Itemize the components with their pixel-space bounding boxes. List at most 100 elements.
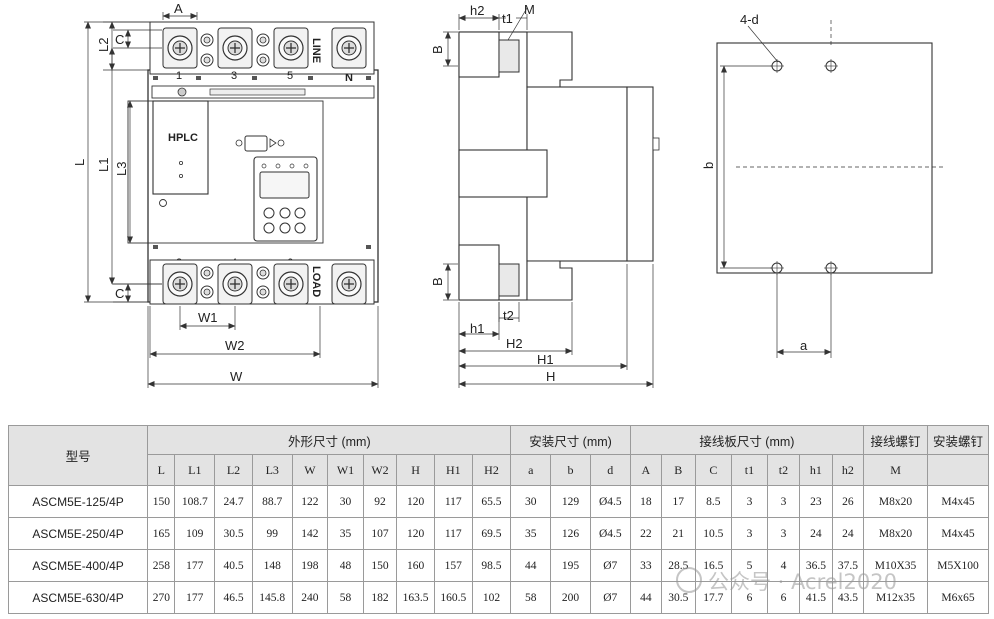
dim-L2-label: L2 — [96, 38, 111, 52]
dim-L-label: L — [72, 159, 87, 166]
table-cell: 177 — [174, 549, 216, 582]
table-cell: 120 — [396, 517, 435, 550]
side-view: h2 t1 M B B h1 t2 H2 H1 H — [430, 2, 660, 388]
screw-icon — [200, 266, 214, 280]
dim-b-label: b — [701, 162, 716, 169]
table-cell: 102 — [471, 581, 512, 614]
table-cell: 150 — [147, 485, 176, 518]
terminal-icon — [331, 263, 367, 305]
table-cell: 129 — [550, 485, 591, 518]
dim-L1-label: L1 — [96, 158, 111, 172]
group-header-mounting: 安装尺寸 (mm) — [510, 425, 631, 455]
table-cell: 120 — [396, 485, 435, 518]
phase-1-label: 1 — [176, 70, 182, 82]
dim-t1-label: t1 — [502, 11, 513, 26]
front-dimensions — [84, 12, 379, 388]
mount-dimensions — [720, 25, 832, 358]
table-cell: 43.5 — [831, 581, 865, 614]
table-cell: 23 — [799, 485, 833, 518]
table-cell: 117 — [433, 517, 473, 550]
column-header — [926, 454, 990, 486]
group-header-wiring-screw: 接线螺钉 — [863, 425, 928, 455]
table-cell: Ø7 — [589, 549, 631, 582]
column-header: a — [510, 454, 552, 486]
dim-A-label: A — [174, 1, 183, 16]
table-cell: M4x45 — [926, 517, 990, 550]
table-cell: 3 — [731, 517, 768, 550]
table-cell: 198 — [291, 549, 329, 582]
pin-row-top — [153, 76, 371, 80]
table-cell: 107 — [362, 517, 398, 550]
dim-t2-label: t2 — [503, 308, 514, 323]
hplc-label: HPLC — [168, 132, 198, 144]
dim-4d-label: 4-d — [740, 12, 759, 27]
table-cell: M4x45 — [926, 485, 990, 518]
table-cell: 92 — [362, 485, 398, 518]
dim-h1-label: h1 — [470, 321, 484, 336]
technical-drawing: 1 3 5 N LINE HPLC 2 4 — [72, 1, 945, 388]
column-header: H2 — [471, 454, 512, 486]
phase-3-label: 3 — [231, 70, 237, 82]
table-cell: 160.5 — [433, 581, 473, 614]
screw-icon — [200, 33, 214, 47]
table-cell: 58 — [327, 581, 364, 614]
table-cell: 3 — [731, 485, 768, 518]
model-header: 型号 — [7, 425, 149, 486]
top-terminal-row — [149, 21, 375, 75]
table-cell: 270 — [147, 581, 176, 614]
watermark-text: 公众号 · Acrel2020 — [708, 570, 897, 594]
column-header: L — [147, 454, 176, 486]
dim-C-bottom-label: C — [115, 286, 124, 301]
table-cell: 157 — [433, 549, 473, 582]
table-cell: 117 — [433, 485, 473, 518]
table-cell: 160 — [396, 549, 435, 582]
table-cell: 17 — [661, 485, 696, 518]
table-cell: Ø4.5 — [589, 517, 631, 550]
terminal-icon — [331, 27, 367, 69]
table-cell: Ø4.5 — [589, 485, 631, 518]
table-cell: 98.5 — [471, 549, 512, 582]
dim-W-label: W — [230, 369, 243, 384]
table-cell: 30.5 — [214, 517, 253, 550]
mounting-view: 4-d b a — [701, 12, 945, 358]
table-cell: 44 — [629, 581, 663, 614]
group-header-mounting-screw: 安装螺钉 — [926, 425, 990, 455]
dim-a-label: a — [800, 338, 808, 353]
table-cell: 21 — [661, 517, 696, 550]
neutral-label: N — [345, 72, 353, 84]
table-cell: 3 — [766, 517, 801, 550]
table-cell: 4 — [766, 549, 801, 582]
dim-H1-label: H1 — [537, 352, 554, 367]
table-cell: 58 — [510, 581, 552, 614]
table-cell: M8x20 — [863, 517, 928, 550]
dim-H2-label: H2 — [506, 336, 523, 351]
table-cell: 18 — [629, 485, 663, 518]
hplc-module — [152, 100, 209, 195]
table-cell: 30 — [510, 485, 552, 518]
dimension-spec-table: 型号 外形尺寸 (mm) 安装尺寸 (mm) 接线板尺寸 (mm) 接线螺钉 安… — [7, 425, 990, 614]
column-header: M — [863, 454, 928, 486]
table-cell: 165 — [147, 517, 176, 550]
table-cell: M5X100 — [926, 549, 990, 582]
table-cell: 182 — [362, 581, 398, 614]
table-cell: 108.7 — [174, 485, 216, 518]
keypad — [263, 207, 306, 234]
dim-h2-label: h2 — [470, 3, 484, 18]
table-cell: 126 — [550, 517, 591, 550]
dim-W2-label: W2 — [225, 338, 245, 353]
table-cell: M12x35 — [863, 581, 928, 614]
column-header: b — [550, 454, 591, 486]
table-cell: 109 — [174, 517, 216, 550]
table-cell: 148 — [251, 549, 293, 582]
wechat-icon — [676, 567, 702, 593]
table-cell: 177 — [174, 581, 216, 614]
table-cell: 99 — [251, 517, 293, 550]
phase-5-label: 5 — [287, 70, 293, 82]
watermark: 公众号 · Acrel2020 — [676, 566, 897, 596]
column-header: L1 — [174, 454, 216, 486]
front-view: 1 3 5 N LINE HPLC 2 4 — [72, 1, 379, 388]
table-cell: 145.8 — [251, 581, 293, 614]
column-header: h1 — [799, 454, 833, 486]
table-cell: M10X35 — [863, 549, 928, 582]
